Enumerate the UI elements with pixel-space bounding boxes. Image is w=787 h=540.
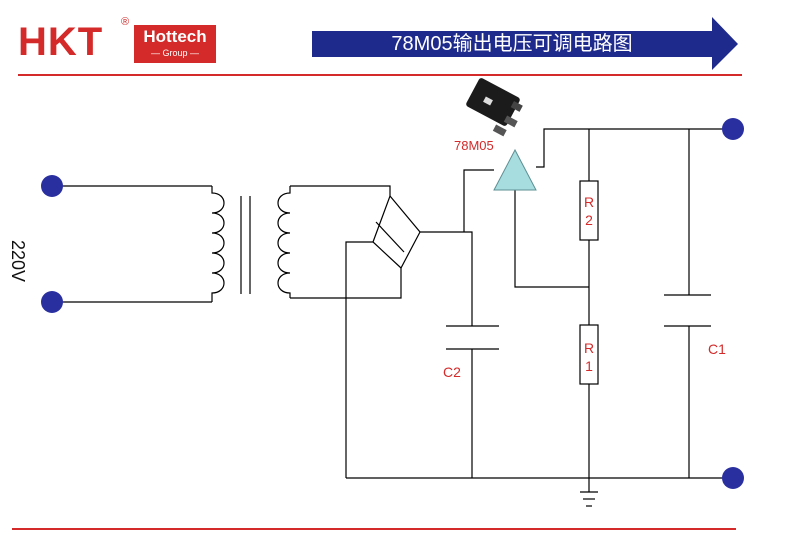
registered-mark: ® xyxy=(121,16,130,28)
r1-label: R 1 xyxy=(583,340,595,374)
regulator-symbol xyxy=(493,148,537,191)
input-terminal-bottom xyxy=(41,291,63,313)
wire-regulator-adj xyxy=(514,190,589,288)
wire-secondary-bottom xyxy=(290,268,402,299)
wire-bridge-positive xyxy=(420,231,473,326)
wire-bridge-negative xyxy=(345,241,373,478)
c2-label: C2 xyxy=(443,364,461,380)
r2-label: R 2 xyxy=(583,194,595,228)
hkt-logo: HKT xyxy=(18,20,104,64)
regulator-package-image xyxy=(466,78,523,137)
wire-to-regulator-in xyxy=(463,169,494,232)
bridge-rectifier xyxy=(372,194,421,269)
title-banner-arrow xyxy=(312,17,738,70)
output-terminal-ground xyxy=(722,467,744,489)
company-sub: — Group — xyxy=(150,48,199,58)
secondary-coil xyxy=(277,186,291,298)
company-name: Hottech xyxy=(143,27,207,46)
hottech-logo: Hottech — Group — xyxy=(134,25,216,63)
regulator-label: 78M05 xyxy=(454,138,494,153)
primary-coil xyxy=(211,186,225,302)
wire-secondary-top xyxy=(290,185,391,196)
bridge-inner-line xyxy=(375,221,405,253)
input-terminal-top xyxy=(41,175,63,197)
input-voltage-label: 220V xyxy=(8,240,28,283)
page-title: 78M05输出电压可调电路图 xyxy=(391,33,633,55)
wire-regulator-out xyxy=(536,128,733,168)
c1-label: C1 xyxy=(708,341,726,357)
output-terminal-positive xyxy=(722,118,744,140)
